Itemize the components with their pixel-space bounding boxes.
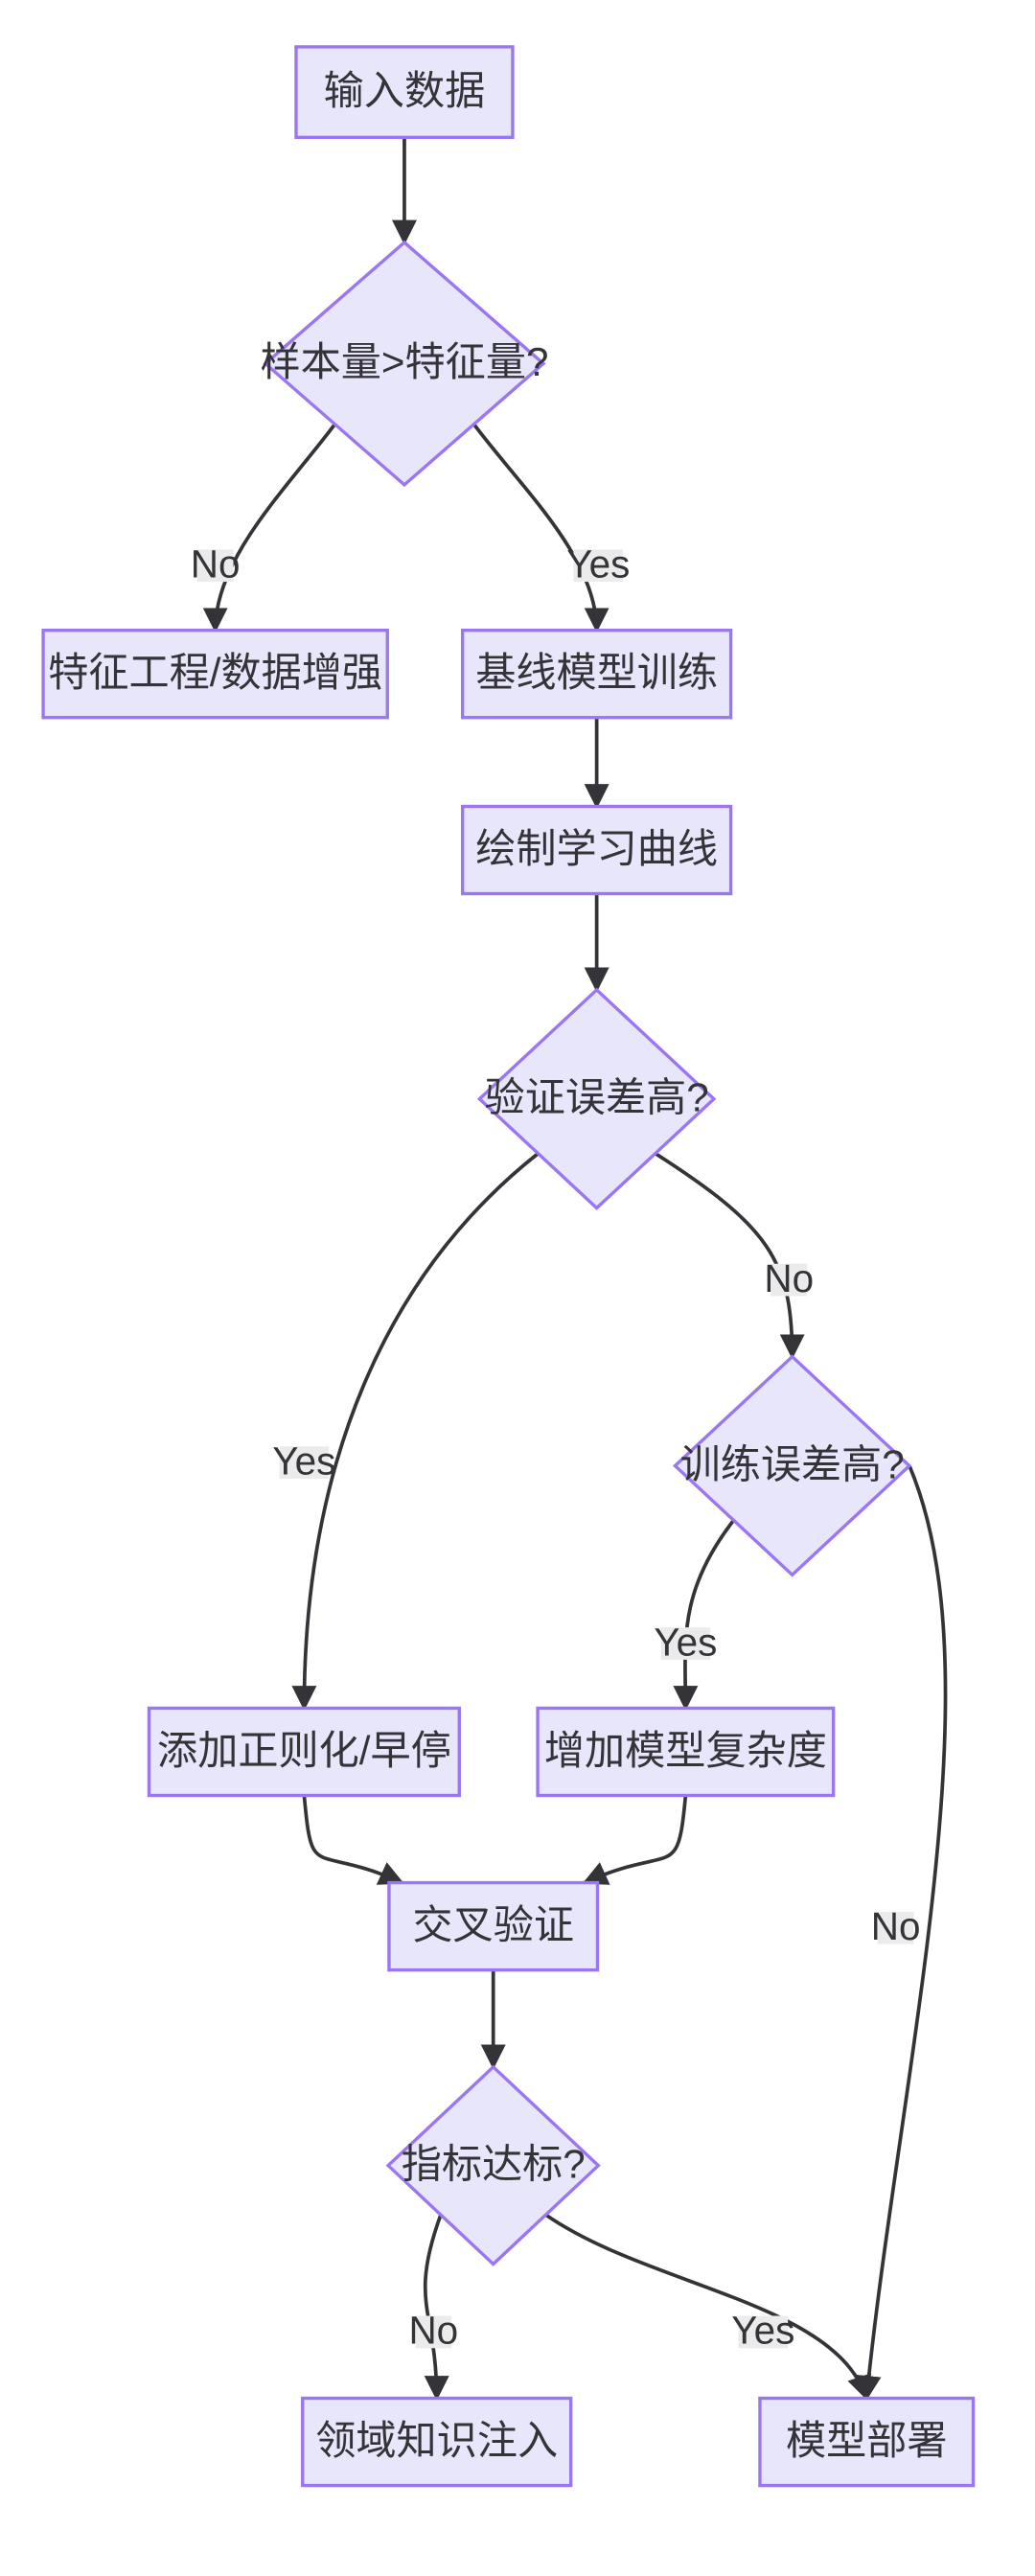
flow-edge	[544, 2213, 872, 2401]
flow-node-learn_curve[interactable]: 绘制学习曲线	[460, 804, 733, 896]
diamond-shape	[385, 2064, 601, 2266]
node-label: 指标达标?	[402, 2142, 586, 2187]
node-label: 样本量>特征量?	[261, 339, 549, 384]
edge-label-background	[770, 1263, 808, 1297]
diamond-shape	[672, 1354, 912, 1577]
node-label: 领域知识注入	[315, 2418, 558, 2463]
node-label: 验证误差高?	[485, 1075, 709, 1120]
edge-label-l_no_4: No	[408, 2309, 458, 2353]
edge-label-l_yes_3: Yes	[654, 1620, 717, 1664]
flow-node-feat_eng[interactable]: 特征工程/数据增强	[41, 628, 389, 720]
edges-layer	[202, 137, 948, 2402]
edge-label-background	[660, 1627, 711, 1660]
flow-node-deploy[interactable]: 模型部署	[758, 2396, 976, 2488]
rect-shape	[294, 45, 515, 140]
node-label: 训练误差高?	[680, 1441, 905, 1486]
rect-shape	[301, 2396, 573, 2488]
edge-label-text: Yes	[731, 2309, 794, 2353]
flow-edge	[582, 1795, 688, 1885]
edge-label-l_no_3: No	[871, 1904, 921, 1948]
edge-label-background	[877, 1911, 914, 1944]
flow-node-baseline[interactable]: 基线模型训练	[460, 628, 733, 720]
rect-shape	[758, 2396, 976, 2488]
flow-node-q_val_err[interactable]: 验证误差高?	[476, 987, 717, 1210]
rect-shape	[536, 1706, 836, 1798]
edge-label-text: Yes	[654, 1620, 717, 1664]
edge-label-background	[573, 549, 624, 583]
edge-label-l_no_2: No	[764, 1256, 814, 1300]
edge-label-text: No	[191, 542, 241, 586]
flow-edge	[856, 1464, 948, 2402]
flow-node-q_train_err[interactable]: 训练误差高?	[672, 1354, 912, 1577]
edge-label-text: Yes	[272, 1438, 335, 1483]
flow-node-regularize[interactable]: 添加正则化/早停	[147, 1706, 461, 1798]
node-label: 绘制学习曲线	[475, 826, 718, 871]
flow-edge	[202, 423, 336, 633]
flow-node-input[interactable]: 输入数据	[294, 45, 515, 140]
edge-label-l_yes_4: Yes	[731, 2309, 794, 2353]
node-label: 基线模型训练	[475, 650, 718, 695]
flow-edge	[291, 1152, 540, 1712]
edge-label-background	[738, 2315, 789, 2349]
rect-shape	[147, 1706, 461, 1798]
flow-edge	[673, 1519, 736, 1712]
edge-label-text: Yes	[566, 542, 630, 586]
node-label: 模型部署	[786, 2418, 948, 2463]
flow-node-q_metric[interactable]: 指标达标?	[385, 2064, 601, 2266]
edge-label-background	[279, 1446, 330, 1479]
flow-node-cross_val[interactable]: 交叉验证	[387, 1880, 600, 1972]
flow-node-complexity[interactable]: 增加模型复杂度	[536, 1706, 836, 1798]
edge-label-l_no_1: No	[191, 542, 241, 586]
node-label: 添加正则化/早停	[157, 1728, 451, 1773]
edge-label-background	[415, 2315, 452, 2349]
rect-shape	[387, 1880, 600, 1972]
flow-edge	[654, 1152, 805, 1360]
rect-shape	[41, 628, 389, 720]
edge-label-text: No	[764, 1256, 814, 1300]
flow-edge	[472, 423, 610, 633]
node-label: 输入数据	[324, 68, 486, 113]
rect-shape	[460, 804, 733, 896]
edge-label-text: No	[871, 1904, 921, 1948]
node-label: 增加模型复杂度	[544, 1728, 827, 1773]
diamond-shape	[476, 987, 717, 1210]
flow-edge	[423, 2214, 449, 2402]
flow-edge	[302, 1795, 404, 1885]
edge-label-l_yes_1: Yes	[566, 542, 630, 586]
edge-label-background	[196, 549, 234, 583]
flow-node-q_sample[interactable]: 样本量>特征量?	[261, 240, 549, 488]
edge-label-l_yes_2: Yes	[272, 1438, 335, 1483]
rect-shape	[460, 628, 733, 720]
node-label: 交叉验证	[412, 1902, 574, 1947]
flow-node-domain_know[interactable]: 领域知识注入	[301, 2396, 573, 2488]
diamond-shape	[263, 240, 546, 488]
edge-label-text: No	[408, 2309, 458, 2353]
node-label: 特征工程/数据增强	[48, 650, 382, 695]
